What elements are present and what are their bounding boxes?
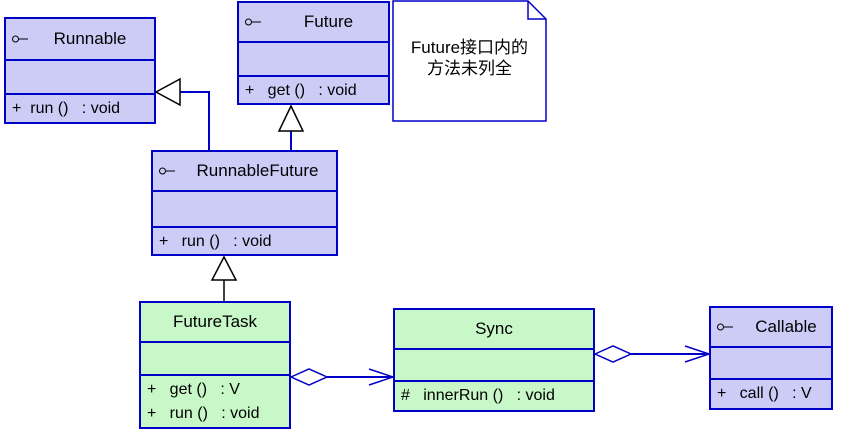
runnable-attributes [6,61,154,95]
runnable-future-to-runnable-edge [180,91,210,152]
note-line-1: Future接口内的 [410,38,529,57]
future-task-header: FutureTask [141,303,289,343]
future-task-name: FutureTask [172,312,258,331]
runnable-future-attributes [153,192,336,228]
future-operations: + get () : void [239,77,388,103]
sync-header: Sync [395,310,593,350]
runnable-header: Runnable [6,19,154,61]
future-task-op-get: + get () : V [147,381,240,398]
note-shape [392,0,547,122]
future-attributes [239,43,388,77]
future-task-operations: + get () : V + run () : void [141,376,289,427]
callable-attributes [711,348,831,380]
callable-op-call: + call () : V [717,385,812,402]
sync-aggregation-diamond [593,345,633,363]
callable-name: Callable [755,317,817,336]
runnable-op-run: + run () : void [12,100,121,117]
sync-class: Sync # innerRun () : void [393,308,595,412]
callable-class: Callable + call () : V [709,306,833,410]
runnable-operations: + run () : void [6,95,154,122]
runnable-future-name: RunnableFuture [196,161,319,180]
runnable-future-operations: + run () : void [153,228,336,254]
interface-icon [159,167,175,175]
sync-operations: # innerRun () : void [395,382,593,410]
future-inheritance-arrowhead [277,104,305,132]
note: Future接口内的 方法未列全 [393,1,546,121]
runnable-future-inheritance-arrowhead [210,255,238,281]
callable-header: Callable [711,308,831,348]
note-fold [527,1,546,20]
interface-icon [12,35,28,43]
runnable-class: Runnable + run () : void [4,17,156,124]
future-class: Future + get () : void [237,1,390,105]
runnable-future-header: RunnableFuture [153,152,336,192]
future-task-class: FutureTask + get () : V + run () : void [139,301,291,429]
future-task-op-run: + run () : void [147,405,260,422]
future-task-attributes [141,343,289,376]
interface-icon [245,18,261,26]
future-name: Future [303,12,354,31]
runnable-name: Runnable [53,29,127,48]
sync-name: Sync [475,319,513,338]
sync-op-inner-run: # innerRun () : void [401,387,555,404]
runnable-inheritance-arrowhead [154,77,181,107]
note-line-2: 方法未列全 [427,59,512,78]
callable-operations: + call () : V [711,380,831,408]
future-task-aggregation-diamond [289,368,329,386]
interface-icon [717,323,733,331]
note-text: Future接口内的 方法未列全 [393,37,546,79]
runnable-future-op-run: + run () : void [159,233,272,250]
sync-attributes [395,350,593,382]
future-header: Future [239,3,388,43]
runnable-future-class: RunnableFuture + run () : void [151,150,338,256]
future-op-get: + get () : void [245,82,357,99]
